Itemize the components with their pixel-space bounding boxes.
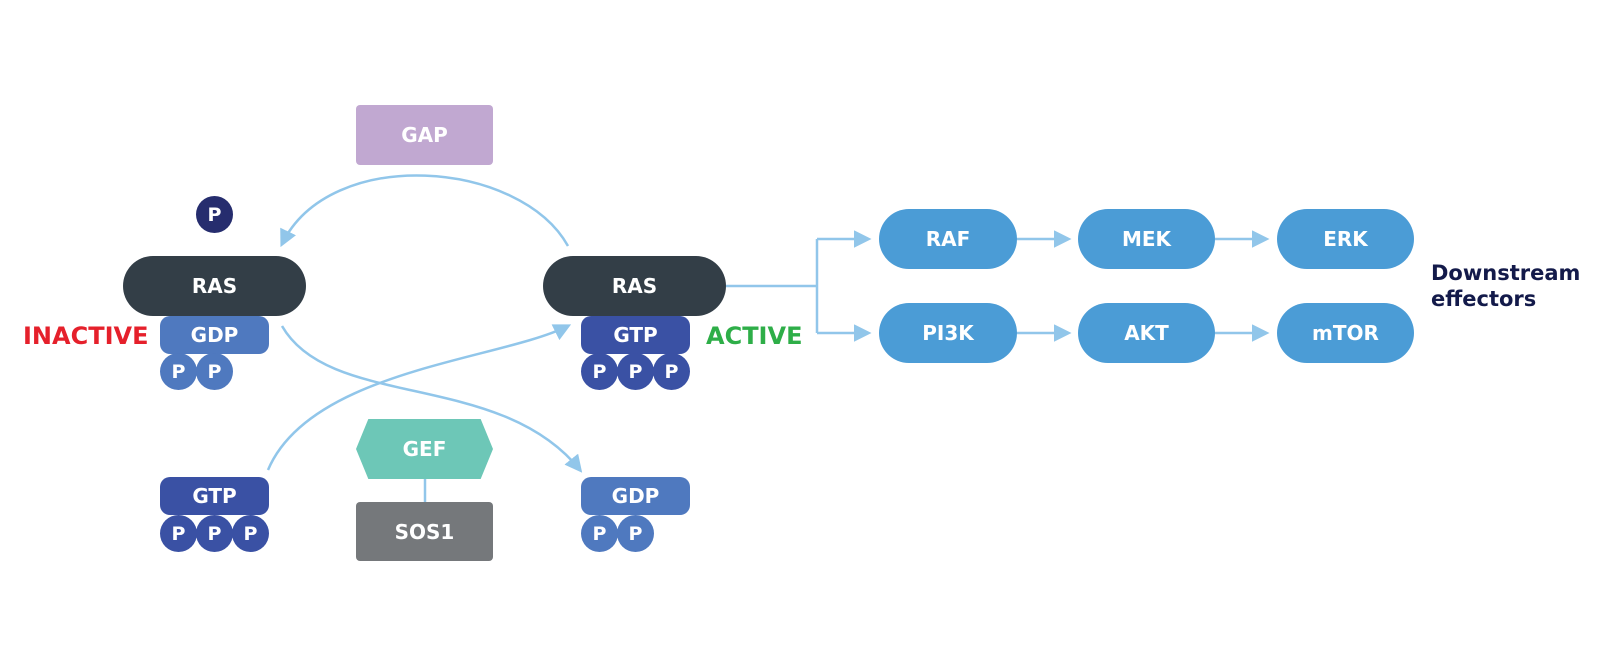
mek-box: MEK — [1078, 209, 1215, 269]
ras-inactive-box: RAS — [123, 256, 306, 316]
ras-active-label: RAS — [611, 274, 658, 298]
incoming-phosphate-1: P — [160, 515, 197, 552]
active-phosphate-1: P — [581, 353, 618, 390]
active-phosphate-2: P — [617, 353, 654, 390]
pi3k-box: PI3K — [879, 303, 1017, 363]
akt-box: AKT — [1078, 303, 1215, 363]
gef-activation-arrow — [266, 324, 572, 471]
gdp-release-arrow — [280, 325, 583, 473]
gap-hydrolysis-arrow — [280, 174, 570, 248]
mtor-box: mTOR — [1277, 303, 1414, 363]
mek-label: MEK — [1121, 227, 1172, 251]
active-gtp-label: GTP — [613, 323, 658, 347]
erk-box: ERK — [1277, 209, 1414, 269]
gap-box: GAP — [356, 105, 493, 165]
incoming-gtp-label: GTP — [192, 484, 237, 508]
ras-active-box: RAS — [543, 256, 726, 316]
incoming-phosphate-2: P — [196, 515, 233, 552]
outgoing-gdp-box: GDP — [581, 477, 690, 515]
sos1-box: SOS1 — [356, 502, 493, 561]
active-state-label: ACTIVE — [706, 322, 803, 350]
downstream-caption-line-1: Downstream — [1431, 261, 1581, 285]
inactive-state-label: INACTIVE — [23, 322, 149, 350]
active-gtp-box: GTP — [581, 316, 690, 354]
downstream-caption-line-2: effectors — [1431, 287, 1537, 311]
akt-label: AKT — [1124, 321, 1169, 345]
gef-box: GEF — [356, 419, 493, 479]
ras-inactive-label: RAS — [191, 274, 238, 298]
pi3k-label: PI3K — [922, 321, 974, 345]
raf-box: RAF — [879, 209, 1017, 269]
outgoing-phosphate-1: P — [581, 515, 618, 552]
inactive-gdp-label: GDP — [190, 323, 239, 347]
gap-label: GAP — [401, 123, 448, 147]
downstream-effectors-caption: Downstream effectors — [1431, 260, 1580, 312]
inactive-gdp-box: GDP — [160, 316, 269, 354]
incoming-gtp-box: GTP — [160, 477, 269, 515]
active-phosphate-3: P — [653, 353, 690, 390]
erk-label: ERK — [1323, 227, 1368, 251]
released-phosphate: P — [196, 196, 233, 233]
raf-label: RAF — [925, 227, 971, 251]
outgoing-phosphate-2: P — [617, 515, 654, 552]
outgoing-gdp-label: GDP — [611, 484, 660, 508]
gef-label: GEF — [402, 437, 447, 461]
inactive-phosphate-2: P — [196, 353, 233, 390]
sos1-label: SOS1 — [394, 519, 455, 544]
mtor-label: mTOR — [1312, 321, 1379, 345]
incoming-phosphate-3: P — [232, 515, 269, 552]
inactive-phosphate-1: P — [160, 353, 197, 390]
